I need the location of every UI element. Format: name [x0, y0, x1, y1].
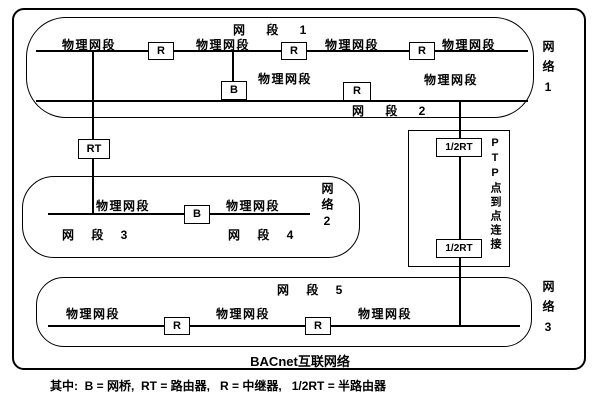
network2-boundary [22, 176, 360, 258]
physical-segment-label-1: 物理网段 [62, 38, 117, 52]
physical-segment-label-2: 物理网段 [196, 38, 251, 52]
repeater-box-2: R [281, 42, 307, 60]
network1-boundary [26, 17, 534, 118]
network3-boundary [36, 277, 532, 347]
router-box: RT [78, 139, 110, 159]
segment3-4-line [48, 213, 310, 215]
repeater-box-5: R [164, 317, 190, 335]
physical-segment-label-11: 物理网段 [358, 307, 413, 321]
bridge1-connector-line [232, 50, 234, 100]
diagram-frame [12, 8, 586, 370]
segment1-label: 网 段 1 [233, 23, 316, 37]
physical-segment-label-3: 物理网段 [325, 38, 380, 52]
half-router-box-top: 1/2RT [436, 138, 482, 157]
physical-segment-label-5: 物理网段 [258, 72, 313, 86]
network2-label: 网络2 [320, 182, 334, 232]
physical-segment-label-9: 物理网段 [66, 307, 121, 321]
segment3-label: 网 段 3 [62, 228, 135, 242]
repeater-box-3: R [409, 42, 435, 60]
repeater-box-6: R [305, 317, 331, 335]
router-connector-line [92, 50, 94, 213]
segment2-label: 网 段 2 [352, 104, 435, 118]
network1-label: 网络1 [541, 40, 555, 102]
physical-segment-label-6: 物理网段 [424, 73, 479, 87]
physical-segment-label-10: 物理网段 [216, 307, 271, 321]
segment4-label: 网 段 4 [228, 228, 301, 242]
physical-segment-label-8: 物理网段 [226, 199, 281, 213]
network3-label: 网络3 [541, 280, 555, 342]
half-router-box-bottom: 1/2RT [436, 239, 482, 258]
ptp-connector-line [459, 100, 461, 325]
segment5-label: 网 段 5 [277, 283, 350, 297]
legend-text: 其中: B = 网桥, RT = 路由器, R = 中继器, 1/2RT = 半… [50, 379, 387, 393]
repeater-box-1: R [148, 42, 174, 60]
segment5-line [48, 325, 520, 327]
bridge-box-1: B [221, 81, 247, 100]
bridge-box-2: B [184, 205, 210, 224]
physical-segment-label-7: 物理网段 [96, 199, 151, 213]
repeater-box-4: R [343, 82, 371, 101]
diagram-caption: BACnet互联网络 [250, 354, 350, 369]
segment2-line [36, 100, 528, 102]
physical-segment-label-4: 物理网段 [442, 38, 497, 52]
ptp-label: PTP点到点连接 [489, 137, 501, 252]
